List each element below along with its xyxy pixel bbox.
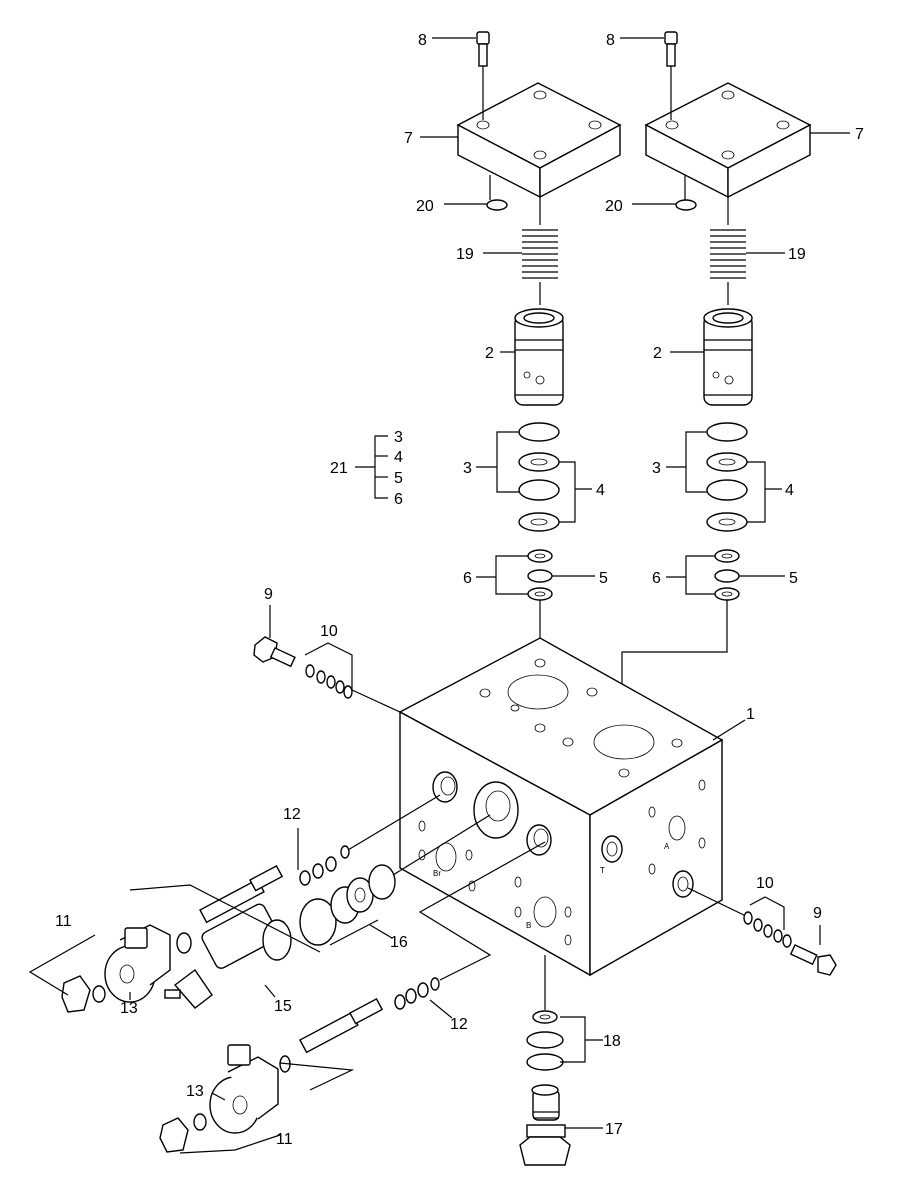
callout-4-right: 4	[785, 482, 794, 499]
callout-8-left: 8	[418, 32, 427, 49]
callout-3-left: 3	[463, 460, 472, 477]
plug-right-9	[687, 887, 837, 976]
callout-5-left: 5	[599, 570, 608, 587]
spool-upper	[176, 864, 284, 954]
callout-6-left: 6	[463, 570, 472, 587]
callout-3-right: 3	[652, 460, 661, 477]
orifice-oring-right	[675, 175, 697, 211]
callout-17: 17	[605, 1121, 623, 1138]
callout-10-right: 10	[756, 875, 774, 892]
callout-9-right: 9	[813, 905, 822, 922]
callout-7-left: 7	[404, 130, 413, 147]
callout-11-lower: 11	[276, 1131, 293, 1148]
poppet-cartridge-right	[703, 308, 753, 406]
callout-2-right: 2	[653, 345, 662, 362]
port-label-b: B	[526, 921, 531, 930]
spring-left	[522, 198, 558, 305]
seal-kit-12-upper	[299, 794, 441, 886]
callout-13-lower: 13	[186, 1083, 204, 1100]
callout-13-upper: 13	[120, 1000, 138, 1017]
seal-kit-16	[299, 814, 491, 946]
valve-cartridge-15	[164, 903, 292, 1009]
callout-10-left: 10	[320, 623, 338, 640]
port-label-a: A	[664, 842, 670, 851]
callout-1: 1	[746, 706, 755, 723]
callout-19-right: 19	[788, 246, 806, 263]
plug-left-9	[253, 636, 401, 713]
callout-15: 15	[274, 998, 292, 1015]
callout-6-right: 6	[652, 570, 661, 587]
callout-21-item-6: 6	[394, 491, 403, 508]
spool-lower	[279, 997, 384, 1073]
callout-20-right: 20	[605, 198, 623, 215]
callout-8-right: 8	[606, 32, 615, 49]
bolt-right	[664, 31, 678, 120]
callout-21-item-3: 3	[394, 429, 403, 446]
callouts: 8 8 7 7 20 20 19 19 2 2 21 3 4 5 6 3 4 3…	[55, 32, 864, 1148]
callout-5-right: 5	[789, 570, 798, 587]
callout-18: 18	[603, 1033, 621, 1050]
cover-plate-left	[456, 82, 622, 199]
bolt-left	[476, 31, 490, 120]
callout-7-right: 7	[855, 126, 864, 143]
callout-21: 21	[330, 460, 348, 477]
callout-12-lower: 12	[450, 1016, 468, 1033]
callout-16: 16	[390, 934, 408, 951]
callout-21-item-5: 5	[394, 470, 403, 487]
callout-19-left: 19	[456, 246, 474, 263]
spring-right	[710, 198, 746, 305]
solenoid-lower-13	[159, 1044, 279, 1153]
callout-4-left: 4	[596, 482, 605, 499]
solenoid-upper-13	[61, 924, 171, 1013]
check-valve-17	[519, 955, 571, 1166]
callout-20-left: 20	[416, 198, 434, 215]
valve-block: Br T A B	[398, 637, 724, 977]
poppet-cartridge-left	[514, 308, 564, 406]
orifice-oring-left	[486, 175, 508, 211]
callout-21-item-4: 4	[394, 449, 403, 466]
leader-lines	[28, 37, 850, 1154]
callout-11-upper: 11	[55, 913, 72, 930]
cover-plate-right	[644, 82, 812, 199]
seal-kit-12-lower	[394, 841, 546, 1010]
callout-2-left: 2	[485, 345, 494, 362]
callout-12-upper: 12	[283, 806, 301, 823]
port-label-br: Br	[433, 869, 441, 878]
callout-9-left: 9	[264, 586, 273, 603]
port-label-t: T	[600, 866, 605, 875]
